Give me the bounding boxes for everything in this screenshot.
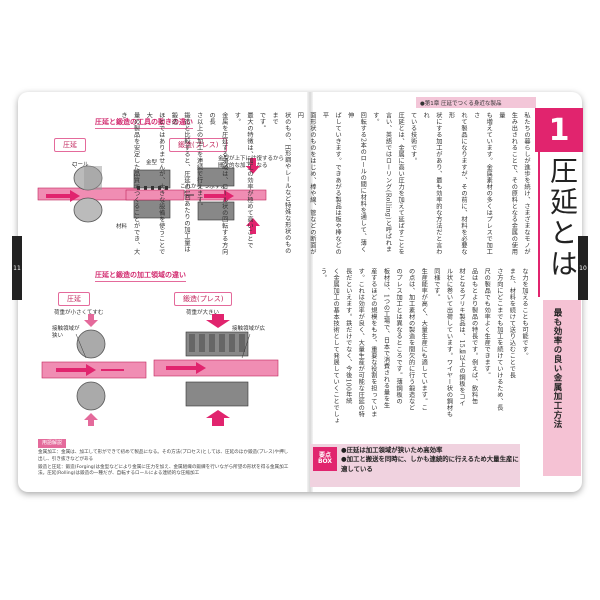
summary-badge-top: 要点 <box>318 452 331 459</box>
forging-area-diagram <box>153 314 279 426</box>
body-text-line: く金属加工の基本技術として発展していくことでしょう。 <box>319 268 340 424</box>
fig1-rolling-label: 圧延 <box>54 138 86 152</box>
right-page-number: 10 <box>579 264 587 272</box>
fig2-rolling-label: 圧延 <box>58 292 90 306</box>
body-text-line: 金属を圧延する領域は、ロール状の回転する方向の長 <box>208 112 228 255</box>
page-title: 圧延とは <box>546 156 579 280</box>
body-text-line: 同様です。 <box>432 268 440 301</box>
body-text-line: ている技術です。 <box>409 112 417 164</box>
body-text-upper: 私たちの暮らしが進歩を続け、さまざまなモノが生み出されることで、その原料となる金… <box>120 112 532 258</box>
left-page-number-tab: 11 <box>12 236 22 300</box>
body-text-line: 言い、英語ではローリング(Rolling)と呼ばれます。 <box>371 112 392 253</box>
body-text-line: また、材料を続けて送り込むことで長 <box>508 268 516 379</box>
body-text-line: 長だといえます。鉄だけでなく、今後100年続 <box>344 268 352 405</box>
body-text-line: ばしていきます。できあがる製品は板や棒などの平 <box>321 112 342 255</box>
body-text-line: 状にする加工があり、最も効率的な方法だと言われ <box>422 112 442 255</box>
body-text-line: 生み出されることで、その原料となる金属の使用量 <box>497 112 518 255</box>
tool-motion-figure <box>37 158 267 234</box>
summary-item: ●加工と搬送を同時に、しかも連続的に行えるため大量生産に適している <box>341 455 519 473</box>
glossary-item: 金属加工：金属は、加工して形ができて初めて製品になる。その方法(プロセス)として… <box>38 450 289 462</box>
material-label: 材料 <box>116 224 128 230</box>
book-gutter <box>307 92 313 492</box>
body-text-line: 産するほどの規模をもち、重要な役割を担っていま <box>369 268 377 418</box>
glossary-item: 鍛造と圧延：鍛造(Forging)は金型などにより金属に圧力を加え、金属組織の鍛… <box>38 464 289 477</box>
open-book <box>18 92 582 492</box>
body-text-line: のプレス加工とは異なるところです。薄鋼板の <box>395 268 403 405</box>
subtitle-tab <box>543 300 581 476</box>
glossary-title: 用語解説 <box>38 439 67 449</box>
body-text-line: 板材は、1つの工場で、日本で消費される量を生 <box>382 268 390 409</box>
fig2-forging-label: 鍛造(プレス) <box>174 292 233 306</box>
rolling-area-diagram <box>41 314 147 426</box>
summary-items: ●圧延は加工領域が狭いため高効率 ●加工と搬送を同時に、しかも連続的に行えるため… <box>341 446 521 474</box>
body-text-line: れて製品になりますが、その前に、材料を必要な形 <box>447 112 468 255</box>
summary-item: ●圧延は加工領域が狭いため高効率 <box>341 446 443 454</box>
roll-label: ロール <box>72 162 89 168</box>
body-text-line: 面形状のものをはじめ、棒や線、管などの断面が円 <box>296 112 316 255</box>
summary-badge: 要点 BOX <box>313 447 337 471</box>
title-rule <box>538 152 540 297</box>
body-text-line: 最大の特徴は、加工の効率が極めて高いことです。 <box>233 112 253 249</box>
left-page-number: 11 <box>13 264 21 272</box>
section-title-processing-area: 圧延と鍛造の加工領域の違い <box>95 270 186 282</box>
page-subtitle: 最も効率の良い金属加工方法 <box>552 308 562 429</box>
load-large-label: 荷重が大きい <box>186 310 220 316</box>
right-page-number-tab: 10 <box>578 236 588 300</box>
body-text-line: ほどではありませんが、大きな設備を使うことで大 <box>145 112 165 255</box>
body-text-line: 鍛造と比較すると、圧延の1回あたりの加工量は鍛造 <box>170 112 190 253</box>
body-text-line: さ方向にどこまでも加工を続けていけるため、長 <box>495 268 503 411</box>
body-text-line: 品はもとより製品の特長です。例えば、飲料缶 <box>470 268 478 405</box>
body-text-line: 私たちの暮らしが進歩を続け、さまざまなモノが <box>523 112 530 255</box>
body-text-line: さ以上の加工を連続で行えます。 <box>195 112 203 210</box>
body-text-line: 量の製品を安定した品質でつくることができ、大き <box>120 112 140 255</box>
body-text-line: す。これは効率が良く、大量生産が可能な圧延の特 <box>357 268 365 418</box>
fig1-forging-label: 鍛造(プレス) <box>169 138 228 152</box>
processing-area-figure <box>41 314 279 426</box>
summary-badge-bottom: BOX <box>317 458 333 465</box>
rolling-diagram <box>37 163 139 223</box>
load-small-label: 荷重が小さくてすむ <box>54 310 104 316</box>
summary-box <box>310 444 520 487</box>
forging-diagram <box>125 158 267 234</box>
body-text-line: 尺の製品でも効率よく生産できます。 <box>483 268 491 379</box>
section-title-tool-motion: 圧延と鍛造の工具の動きの違い <box>95 117 193 129</box>
body-text-line: 材となるブリキ製品は、15㎞以上の鋼板をコイ <box>458 268 466 407</box>
body-text-line: 状のもの、H形鋼やレールなど特殊な形状のものまで <box>271 112 291 255</box>
chapter-number: 1 <box>535 108 583 152</box>
body-text-line: 生産能率が高く、大量生産にも適しています。こ <box>420 268 428 411</box>
body-text-line: ル状に巻いて出荷しています。ワイヤー状の鋼材も <box>445 268 453 418</box>
chapter-bar: ●第1章 圧延でつくる身近な製品 <box>416 97 536 108</box>
die-label: 金型 <box>146 160 158 166</box>
body-text-line: 圧延とは、金属に高い圧力を加えて延ばすことを <box>397 112 405 255</box>
body-text-line: も増えています。金属素材の多くはプレスで加工さ <box>472 112 493 255</box>
body-text-line: 回転する2本のロールの間に材料を通して、薄く伸 <box>346 112 367 253</box>
contact-narrow-label: 接触領域が狭い <box>52 326 80 339</box>
body-text-line: な力を加えることも可能です。 <box>521 268 528 359</box>
glossary-box: 用語解説 金属加工：金属は、加工して形ができて初めて製品になる。その方法(プロセ… <box>38 439 290 479</box>
body-text-line: の点は、加工素材の製造を間欠的に行う鍛造など <box>407 268 415 411</box>
body-text-line: です。 <box>258 112 266 132</box>
body-text-lower: な力を加えることも可能です。また、材料を続けて送り込むことで長さ方向にどこまでも… <box>320 268 530 436</box>
